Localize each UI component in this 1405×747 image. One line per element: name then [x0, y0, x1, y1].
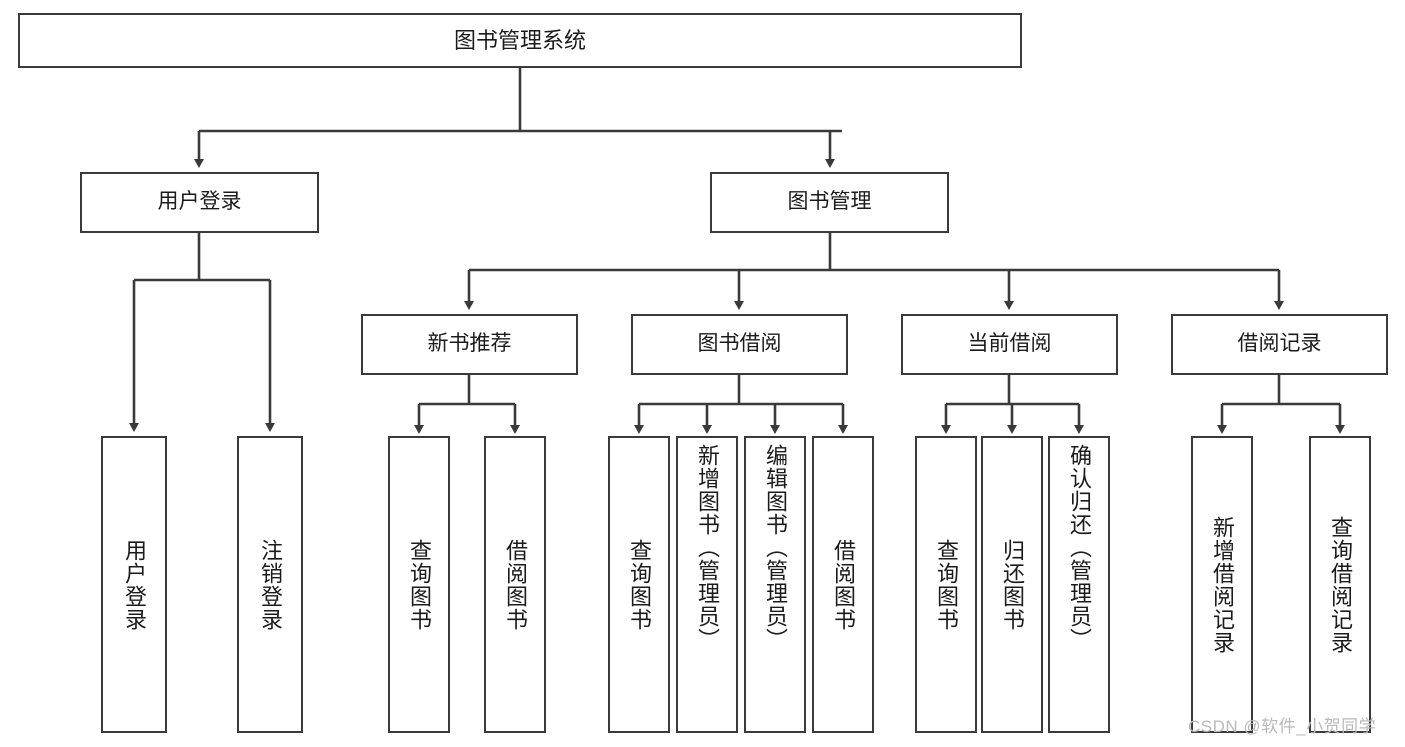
node-root-label: 图书管理系统: [453, 27, 586, 53]
leaf-add-record-label: 新增借阅记录: [1210, 515, 1235, 654]
leaf-query-book-2-label: 查询图书: [627, 538, 652, 631]
leaf-user-logout[interactable]: 注销登录: [237, 436, 303, 733]
leaf-query-record-label: 查询借阅记录: [1328, 515, 1353, 654]
leaf-return-book-label: 归还图书: [1000, 538, 1025, 631]
leaf-query-book-3-label: 查询图书: [934, 538, 959, 631]
node-root[interactable]: 图书管理系统: [18, 13, 1022, 68]
node-new-book-recommend[interactable]: 新书推荐: [361, 314, 578, 375]
leaf-confirm-return[interactable]: 确认归还（管理员）: [1048, 436, 1110, 733]
leaf-user-login-label: 用户登录: [122, 538, 147, 631]
leaf-query-book-2[interactable]: 查询图书: [608, 436, 670, 733]
node-book-borrow-label: 图书借阅: [697, 332, 782, 356]
csdn-watermark: CSDN @软件_小贺同学: [1188, 717, 1377, 736]
node-book-management[interactable]: 图书管理: [710, 172, 949, 233]
leaf-user-login[interactable]: 用户登录: [101, 436, 167, 733]
leaf-query-book-1-label: 查询图书: [407, 538, 432, 631]
leaf-query-record[interactable]: 查询借阅记录: [1309, 436, 1371, 733]
node-user-login[interactable]: 用户登录: [80, 172, 319, 233]
node-current-borrow-label: 当前借阅: [967, 332, 1052, 356]
node-user-login-label: 用户登录: [157, 190, 242, 214]
node-current-borrow[interactable]: 当前借阅: [901, 314, 1118, 375]
leaf-add-book-label: 新增图书（管理员）: [695, 444, 720, 651]
leaf-add-book[interactable]: 新增图书（管理员）: [676, 436, 738, 733]
leaf-query-book-1[interactable]: 查询图书: [388, 436, 450, 733]
leaf-borrow-book-1-label: 借阅图书: [503, 538, 528, 631]
leaf-edit-book-label: 编辑图书（管理员）: [763, 444, 788, 651]
node-borrow-record[interactable]: 借阅记录: [1171, 314, 1388, 375]
node-new-book-recommend-label: 新书推荐: [427, 332, 512, 356]
leaf-edit-book[interactable]: 编辑图书（管理员）: [744, 436, 806, 733]
leaf-borrow-book-2[interactable]: 借阅图书: [812, 436, 874, 733]
leaf-query-book-3[interactable]: 查询图书: [915, 436, 977, 733]
leaf-confirm-return-label: 确认归还（管理员）: [1067, 444, 1092, 651]
leaf-return-book[interactable]: 归还图书: [981, 436, 1043, 733]
node-book-management-label: 图书管理: [787, 190, 872, 214]
node-borrow-record-label: 借阅记录: [1237, 332, 1322, 356]
leaf-borrow-book-2-label: 借阅图书: [831, 538, 856, 631]
leaf-add-record[interactable]: 新增借阅记录: [1191, 436, 1253, 733]
node-book-borrow[interactable]: 图书借阅: [631, 314, 848, 375]
leaf-borrow-book-1[interactable]: 借阅图书: [484, 436, 546, 733]
leaf-user-logout-label: 注销登录: [258, 538, 283, 631]
